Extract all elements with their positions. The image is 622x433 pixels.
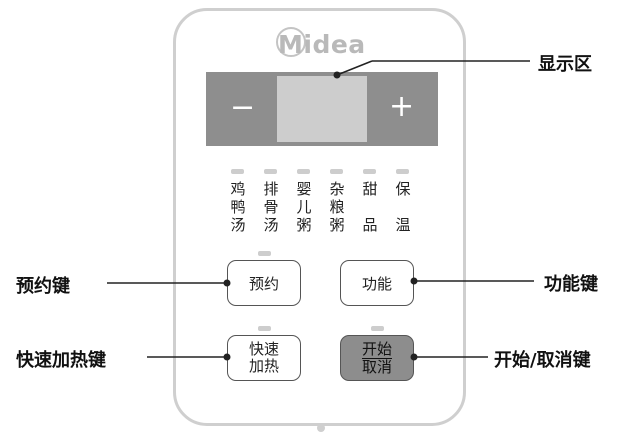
quick-heat-indicator: [258, 326, 271, 331]
menu-indicator: [264, 169, 277, 174]
menu-label-rib-soup: 排 骨 汤: [261, 180, 281, 234]
menu-label-dessert: 甜 品: [360, 180, 380, 234]
menu-char: 儿: [296, 198, 312, 216]
reserve-leader-dot: [223, 279, 231, 287]
display-leader-dot: [333, 71, 341, 79]
menu-label-grain-porridge: 杂 粮 粥: [327, 180, 347, 234]
menu-label-chicken-duck-soup: 鸡 鸭 汤: [228, 180, 248, 234]
menu-char: 粥: [296, 216, 312, 234]
quick-heat-button[interactable]: 快速 加热: [227, 335, 301, 381]
plus-button[interactable]: +: [389, 89, 415, 124]
menu-char: 杂: [329, 180, 345, 198]
menu-indicator: [231, 169, 244, 174]
start-label-line2: 取消: [361, 357, 392, 376]
menu-indicator: [396, 169, 409, 174]
reserve-indicator: [258, 251, 271, 256]
display-leader-line: [336, 60, 373, 76]
start-leader-dot: [410, 353, 418, 361]
menu-char: 温: [395, 216, 411, 234]
start-label-line1: 开始: [361, 339, 392, 359]
menu-char: 鸭: [230, 198, 246, 216]
menu-char: 排: [263, 180, 279, 198]
start-cancel-button[interactable]: 开始 取消: [340, 335, 414, 381]
menu-char: 婴: [296, 180, 312, 198]
function-button[interactable]: 功能: [340, 260, 414, 306]
callout-quick-heat-key: 快速加热键: [16, 350, 106, 371]
menu-char: 汤: [230, 216, 246, 234]
minus-button[interactable]: −: [230, 90, 256, 125]
callout-start-cancel-key: 开始/取消键: [494, 350, 591, 371]
menu-char: 粮: [329, 198, 345, 216]
menu-label-baby-porridge: 婴 儿 粥: [294, 180, 314, 234]
callout-reserve-key: 预约键: [16, 276, 70, 297]
menu-char: 品: [362, 216, 378, 234]
callout-function-key: 功能键: [544, 274, 598, 295]
menu-char: 甜: [362, 180, 378, 198]
menu-char: 保: [395, 180, 411, 198]
menu-char: 汤: [263, 216, 279, 234]
reserve-button[interactable]: 预约: [227, 260, 301, 306]
menu-indicator: [297, 169, 310, 174]
start-indicator: [371, 326, 384, 331]
bottom-notch: [317, 424, 325, 432]
quick-heat-leader-dot: [223, 353, 231, 361]
brand-logo-ring: [276, 27, 306, 57]
menu-label-keep-warm: 保 温: [393, 180, 413, 234]
callout-display-area: 显示区: [538, 54, 592, 75]
display-screen: [277, 76, 367, 142]
menu-char: 骨: [263, 198, 279, 216]
function-leader-dot: [410, 277, 418, 285]
function-button-label: 功能: [361, 274, 392, 293]
menu-indicator: [363, 169, 376, 174]
menu-indicator: [330, 169, 343, 174]
menu-char: 粥: [329, 216, 345, 234]
quick-heat-label-line2: 加热: [248, 357, 279, 375]
quick-heat-label-line1: 快速: [248, 340, 279, 358]
brand-logo: Midea: [278, 30, 366, 59]
reserve-button-label: 预约: [248, 274, 279, 293]
menu-char: 鸡: [230, 180, 246, 198]
